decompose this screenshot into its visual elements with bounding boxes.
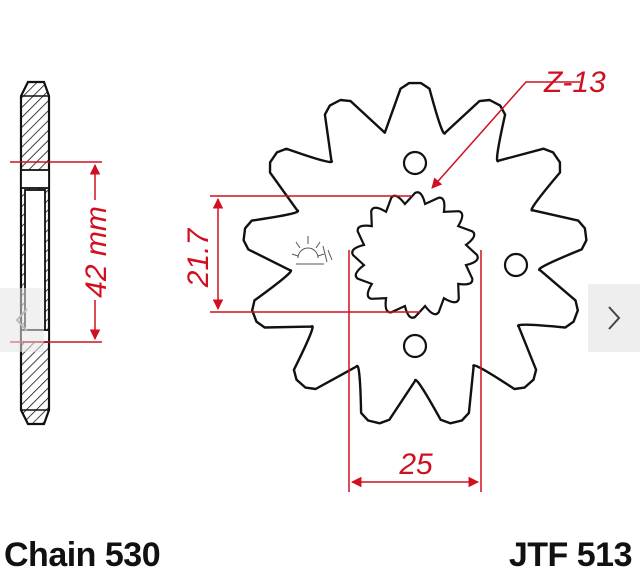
previous-image-button[interactable] bbox=[0, 288, 44, 352]
mounting-hole bbox=[402, 333, 428, 359]
spline-dimension-label: 21.7 bbox=[182, 227, 215, 288]
spline-bore bbox=[351, 191, 479, 319]
sprocket-front-view bbox=[242, 81, 588, 425]
bore-dimension: 25 bbox=[348, 250, 482, 492]
mounting-hole bbox=[402, 150, 428, 176]
height-dimension: 42 mm bbox=[10, 161, 113, 343]
sprocket-side-view bbox=[19, 80, 51, 426]
next-image-button[interactable] bbox=[588, 284, 640, 352]
tooth-count-label: Z-13 bbox=[543, 66, 606, 99]
chain-size-label: Chain 530 bbox=[4, 536, 161, 574]
mounting-hole bbox=[503, 252, 529, 278]
tooth-count-callout: Z-13 bbox=[431, 66, 606, 189]
part-number-label: JTF 513 bbox=[508, 536, 633, 574]
direction-symbol bbox=[291, 236, 333, 265]
chevron-left-icon bbox=[15, 308, 28, 332]
spline-dimension: 21.7 bbox=[182, 195, 420, 313]
bore-dimension-label: 25 bbox=[398, 448, 433, 481]
chevron-right-icon bbox=[608, 306, 621, 330]
height-dimension-label: 42 mm bbox=[80, 206, 113, 298]
